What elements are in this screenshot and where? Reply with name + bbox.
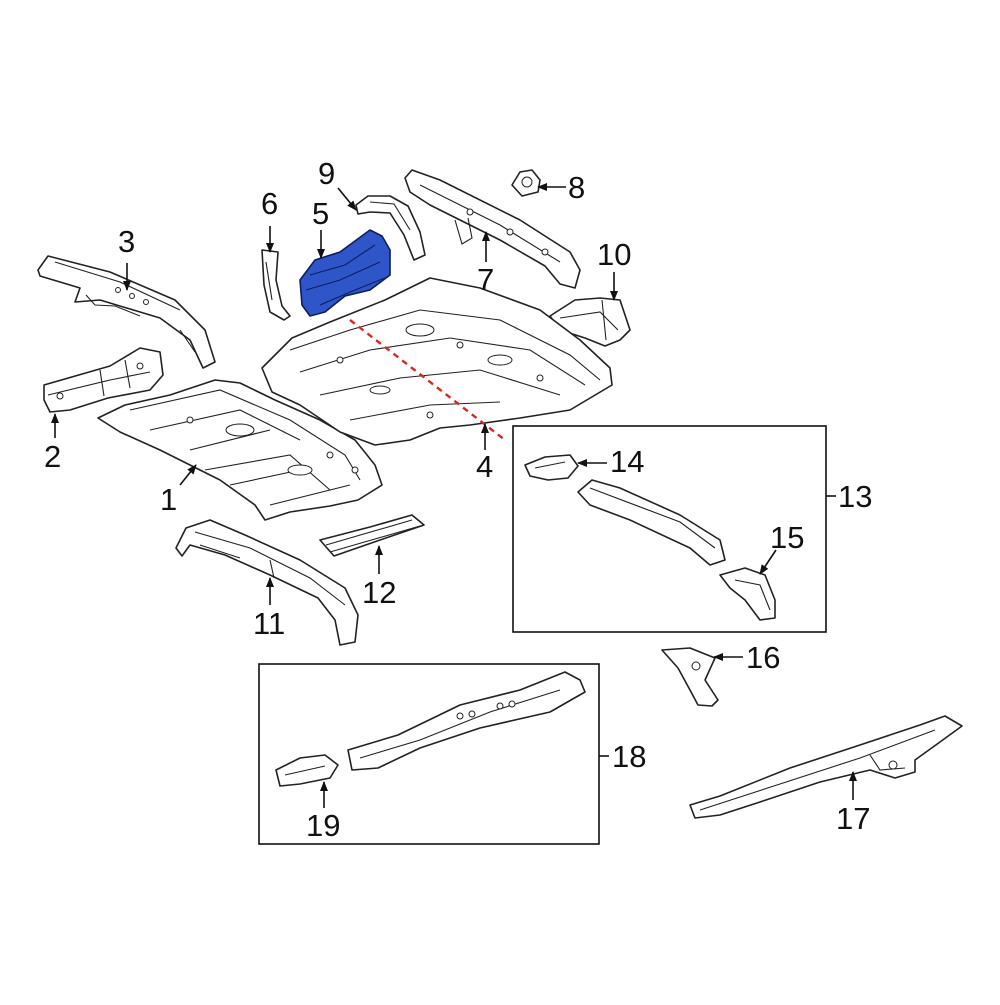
callout-9: 9	[318, 156, 335, 191]
part-19-bracket[interactable]	[275, 754, 339, 787]
group-box-18	[258, 663, 600, 845]
callout-11: 11	[253, 606, 285, 641]
callout-18: 18	[612, 739, 646, 774]
part-16-bracket[interactable]	[661, 647, 719, 707]
callout-1: 1	[160, 482, 177, 517]
part-8-nut-bracket[interactable]	[511, 169, 541, 197]
callout-19: 19	[306, 808, 340, 843]
callout-15: 15	[770, 520, 804, 555]
part-7-crossmember[interactable]	[404, 169, 581, 289]
part-9-hanger[interactable]	[355, 195, 426, 261]
callout-labels: 1 2 3 4 5 6 7 8 9 10 11 12 13 14 15 16 1…	[44, 156, 872, 843]
callout-16: 16	[746, 640, 780, 675]
part-2-crossmember[interactable]	[43, 347, 164, 413]
part-4-main-floor[interactable]	[261, 277, 613, 446]
callout-10: 10	[597, 237, 631, 272]
part-5-panel-highlighted[interactable]	[299, 229, 391, 317]
part-15-bracket[interactable]	[719, 567, 776, 621]
callout-2: 2	[44, 439, 61, 474]
part-12-channel[interactable]	[319, 514, 425, 557]
leader-lines	[51, 183, 857, 808]
callout-13: 13	[838, 479, 872, 514]
callout-3: 3	[118, 224, 135, 259]
part-14-bracket[interactable]	[524, 454, 579, 481]
part-17-rail[interactable]	[689, 715, 963, 819]
part-3-rail[interactable]	[37, 255, 216, 369]
part-11-rail[interactable]	[175, 519, 359, 646]
callout-12: 12	[362, 575, 396, 610]
part-18-member[interactable]	[347, 671, 586, 771]
callout-5: 5	[312, 196, 329, 231]
callout-6: 6	[261, 186, 278, 221]
callout-7: 7	[477, 262, 494, 297]
callout-4: 4	[476, 449, 493, 484]
part-6-bracket[interactable]	[261, 249, 291, 321]
part-13-member[interactable]	[577, 479, 726, 566]
callout-8: 8	[568, 170, 585, 205]
callout-17: 17	[836, 801, 870, 836]
group-box-13	[512, 425, 827, 633]
callout-14: 14	[610, 444, 644, 479]
